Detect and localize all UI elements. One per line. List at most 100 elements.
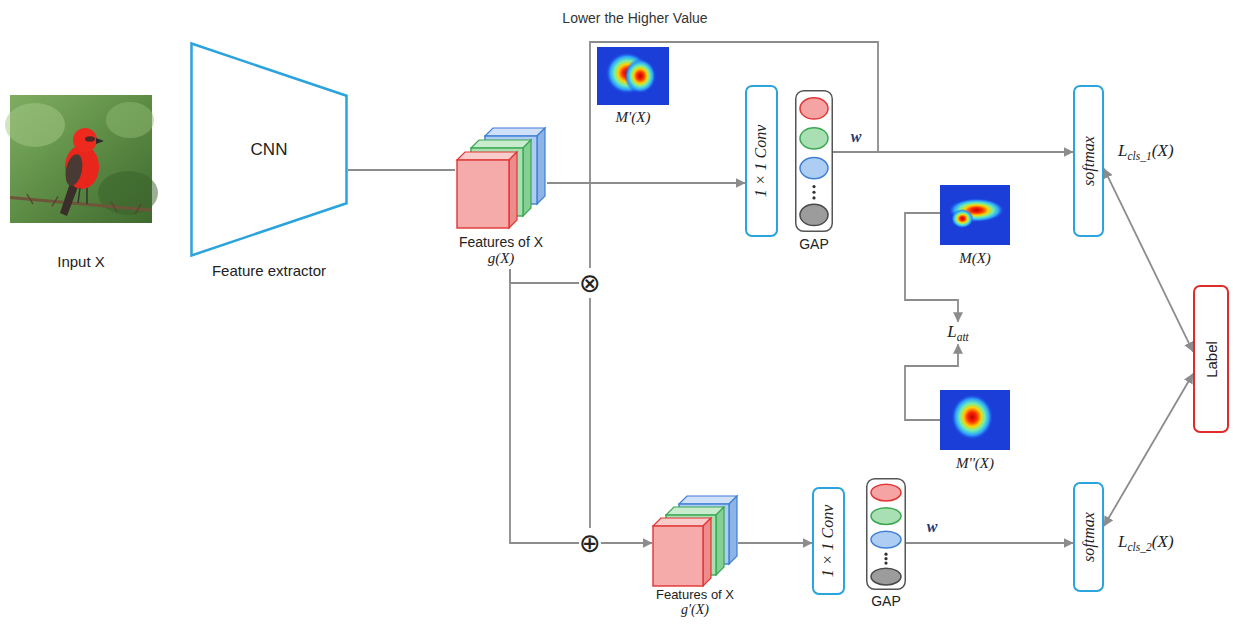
caption-text: M(X) bbox=[959, 250, 991, 267]
node-text: softmax bbox=[1080, 512, 1098, 562]
caption-text: Feature extractor bbox=[212, 262, 326, 279]
gap-cell bbox=[800, 128, 828, 149]
branch-barb bbox=[135, 204, 141, 214]
connector bbox=[589, 298, 591, 528]
caption-text: Features of X bbox=[459, 234, 543, 250]
connector bbox=[348, 169, 455, 171]
gap-cell bbox=[871, 531, 901, 548]
gap-vector-shape bbox=[795, 90, 833, 232]
label-box: Label bbox=[1193, 285, 1229, 433]
softmax-box: softmax bbox=[1073, 85, 1104, 237]
connector bbox=[601, 542, 652, 544]
operator-symbol: ⊕ bbox=[579, 528, 601, 558]
gap-cell bbox=[800, 204, 828, 225]
attention-map-shape bbox=[940, 390, 1010, 450]
gap-outline bbox=[867, 479, 906, 590]
gap-vector-outline-svg bbox=[795, 90, 833, 232]
feature-map-top bbox=[457, 152, 517, 160]
loss-node: Latt bbox=[947, 322, 969, 344]
heatmap-ground bbox=[940, 390, 1010, 450]
feature-map-side bbox=[509, 152, 517, 228]
attention-map-outline-svg bbox=[597, 47, 669, 105]
ellipsis-dot bbox=[884, 557, 887, 560]
attention-map: M(X) bbox=[940, 185, 1010, 267]
feature-stack-shape bbox=[652, 496, 738, 586]
label-box-outline bbox=[1194, 286, 1228, 432]
heatmap-ground bbox=[597, 47, 669, 105]
conv-box-outline bbox=[813, 488, 844, 594]
node-text: Label bbox=[1203, 341, 1220, 378]
input-image: Input X bbox=[10, 95, 152, 270]
feature-stack-outline-svg bbox=[652, 496, 738, 586]
bird-mask bbox=[85, 136, 95, 142]
ellipsis-dot bbox=[812, 185, 815, 188]
branch-barb bbox=[52, 196, 58, 206]
feature-map-side bbox=[716, 507, 724, 575]
attention-map: M''(X) bbox=[940, 390, 1010, 472]
bird-tail bbox=[60, 183, 78, 216]
caption-text: Input X bbox=[57, 253, 105, 270]
bird-leg bbox=[86, 188, 88, 204]
loss-text: Latt bbox=[947, 322, 969, 344]
multiply-op: ⊗ bbox=[579, 268, 601, 298]
trapezoid-outline bbox=[192, 44, 347, 256]
feature-map-top bbox=[485, 128, 545, 136]
caption-text: M'(X) bbox=[616, 109, 651, 126]
bird-beak bbox=[96, 138, 104, 144]
heatmap-blob bbox=[624, 59, 656, 94]
softmax-box-outline bbox=[1074, 86, 1103, 236]
ellipsis-dot bbox=[812, 191, 815, 194]
feature-map-front bbox=[457, 160, 509, 228]
conv-box-shape: 1 × 1 Conv bbox=[812, 487, 845, 595]
gap-vector: GAP bbox=[866, 478, 906, 609]
gap-vector-outline-svg bbox=[866, 478, 906, 590]
ellipsis-dot bbox=[812, 196, 815, 199]
input-image-outline-svg bbox=[10, 95, 152, 223]
connector bbox=[738, 542, 812, 544]
softmax-box: softmax bbox=[1073, 482, 1104, 592]
gap-cell bbox=[800, 157, 828, 178]
node-text: 1 × 1 Conv bbox=[820, 505, 838, 578]
operator-symbol: ⊗ bbox=[579, 268, 601, 298]
cnn-extractor-shape: CNN bbox=[190, 42, 348, 257]
bird-leg bbox=[78, 188, 80, 203]
edge-label: Lower the Higher Value bbox=[562, 10, 707, 26]
ellipsis-dot bbox=[884, 553, 887, 556]
cnn-extractor: CNN Feature extractor bbox=[190, 42, 348, 279]
gap-cell bbox=[871, 508, 901, 525]
bird-head bbox=[73, 128, 97, 152]
heatmap-blob bbox=[951, 209, 973, 228]
attention-map-shape bbox=[940, 185, 1010, 245]
gap-outline bbox=[796, 91, 833, 232]
label-box-shape: Label bbox=[1193, 285, 1229, 433]
photo-branch bbox=[10, 197, 152, 210]
feature-map-top bbox=[679, 496, 737, 504]
loss-label: Lcls_2(X) bbox=[1118, 532, 1174, 554]
attention-map-outline-svg bbox=[940, 390, 1010, 450]
node-text: 1 × 1 Conv bbox=[753, 125, 771, 198]
softmax-box-outline bbox=[1074, 483, 1103, 591]
branch-barb bbox=[27, 194, 33, 204]
node-text: softmax bbox=[1080, 136, 1098, 186]
softmax-box-shape: softmax bbox=[1073, 85, 1104, 237]
connector bbox=[1104, 374, 1193, 526]
photo-blur bbox=[5, 103, 65, 147]
connector bbox=[510, 269, 579, 283]
node-text: CNN bbox=[251, 140, 288, 160]
gap-cell bbox=[871, 484, 901, 501]
feature-stack-shape bbox=[455, 128, 547, 228]
branch-barb bbox=[111, 202, 117, 212]
connector bbox=[547, 182, 745, 184]
caption-text: GAP bbox=[799, 236, 829, 252]
feature-map-side bbox=[523, 140, 531, 216]
caption-text: g(X) bbox=[488, 250, 515, 267]
connector bbox=[590, 42, 878, 268]
heatmap-blob bbox=[951, 394, 993, 440]
conv-box-shape: 1 × 1 Conv bbox=[745, 85, 778, 237]
conv-box: 1 × 1 Conv bbox=[745, 85, 778, 237]
connector bbox=[1104, 169, 1193, 352]
caption-text: g'(X) bbox=[681, 602, 709, 618]
attention-map: M'(X) bbox=[597, 47, 669, 126]
